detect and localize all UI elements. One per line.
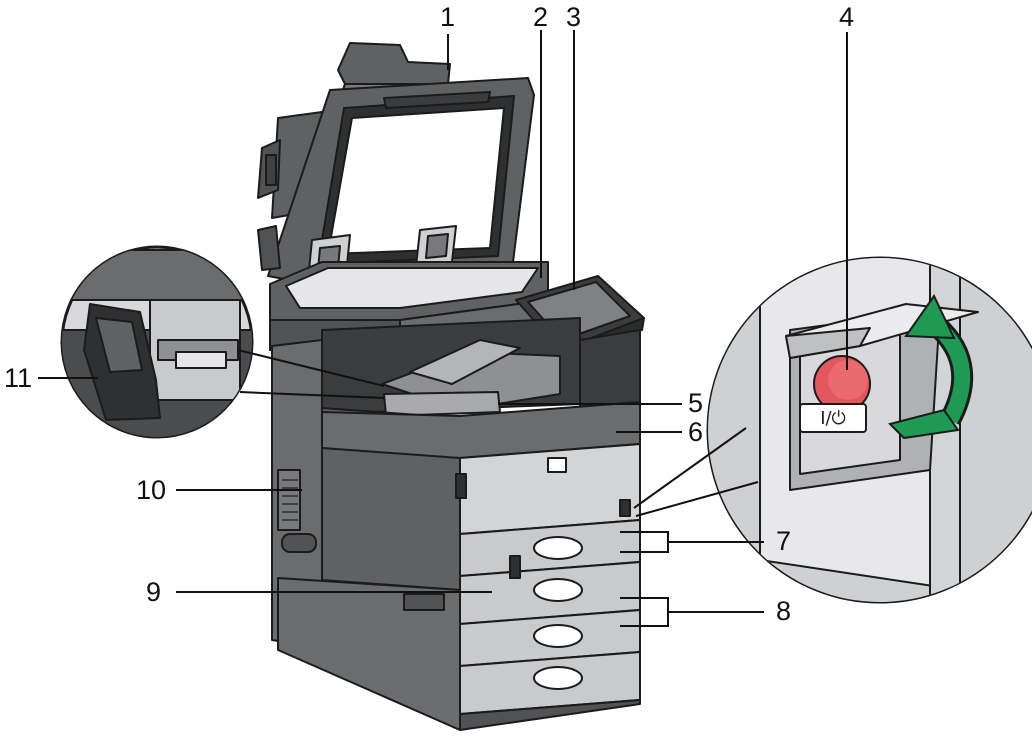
callout-9: 9: [146, 577, 162, 607]
document-feeder: [257, 42, 535, 283]
callout-7: 7: [776, 526, 792, 556]
callout-1: 1: [440, 2, 456, 32]
power-switch-inset: I/⏻: [706, 256, 1032, 604]
callout-5: 5: [688, 388, 704, 418]
callout-3: 3: [566, 2, 582, 32]
printer-body: [271, 317, 641, 731]
callout-2: 2: [533, 2, 549, 32]
callout-11: 11: [4, 363, 33, 393]
callout-8: 8: [776, 596, 792, 626]
callout-6: 6: [688, 417, 704, 447]
power-inset-leader-lower: [635, 481, 759, 517]
power-switch-label: I/⏻: [820, 408, 846, 429]
power-inset-leader-upper: [633, 427, 747, 509]
stapler-inset-leader-lower: [239, 391, 385, 399]
callout-4: 4: [839, 2, 855, 32]
callout-10: 10: [136, 475, 167, 505]
stapler-inset-leader-upper: [237, 349, 385, 387]
stapler-inset: [60, 245, 254, 439]
callout-leaders: [38, 30, 848, 627]
